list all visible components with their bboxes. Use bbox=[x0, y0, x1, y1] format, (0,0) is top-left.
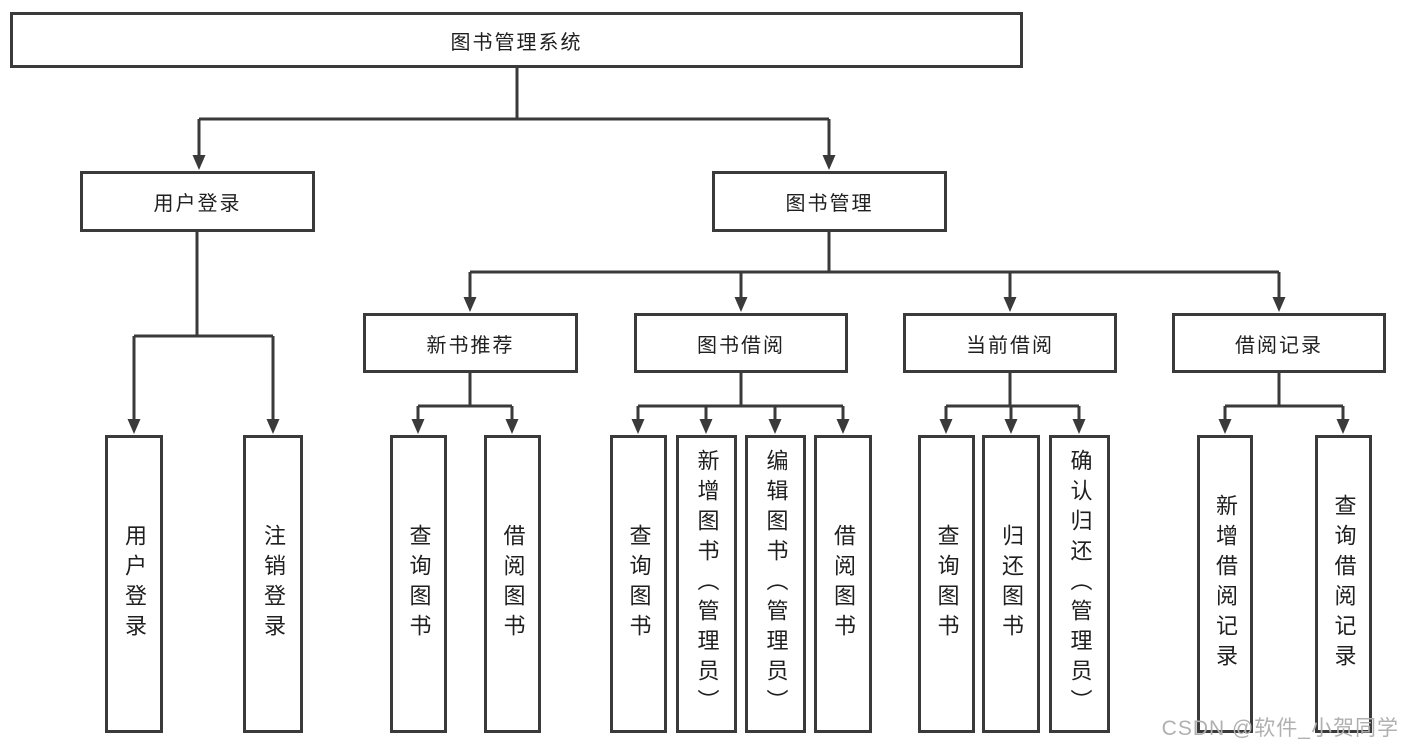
node-label: 借阅图书 bbox=[500, 524, 526, 644]
node-label: 当前借阅 bbox=[966, 334, 1054, 357]
node-label: 归还图书 bbox=[999, 524, 1024, 644]
leaf-current-return-books: 归还图书 bbox=[982, 435, 1040, 733]
watermark: CSDN @软件_小贺同学 bbox=[1161, 717, 1399, 740]
node-label: 确认归还（管理员） bbox=[1067, 449, 1093, 719]
node-book-borrowing: 图书借阅 bbox=[634, 313, 848, 373]
leaf-recommend-borrow-books: 借阅图书 bbox=[484, 435, 541, 733]
node-label: 查询图书 bbox=[406, 524, 432, 644]
node-label: 用户登录 bbox=[153, 193, 242, 215]
node-label: 查询借阅记录 bbox=[1331, 494, 1357, 674]
node-borrowing-records: 借阅记录 bbox=[1172, 313, 1386, 373]
leaf-borrowing-edit-books-admin: 编辑图书（管理员） bbox=[745, 435, 806, 733]
node-new-book-recommendation: 新书推荐 bbox=[363, 313, 578, 373]
leaf-borrowing-add-books-admin: 新增图书（管理员） bbox=[676, 435, 737, 733]
leaf-current-confirm-return-admin: 确认归还（管理员） bbox=[1049, 435, 1110, 733]
node-library-management-system: 图书管理系统 bbox=[10, 12, 1023, 68]
node-book-management: 图书管理 bbox=[712, 171, 947, 232]
node-label: 新书推荐 bbox=[426, 334, 515, 357]
node-label: 用户登录 bbox=[122, 524, 147, 644]
node-label: 查询图书 bbox=[934, 524, 960, 644]
node-label: 查询图书 bbox=[626, 524, 652, 644]
leaf-borrowing-query-books: 查询图书 bbox=[610, 435, 667, 733]
node-label: 注销登录 bbox=[261, 524, 286, 644]
leaf-records-query-record: 查询借阅记录 bbox=[1315, 435, 1372, 733]
node-label: 新增图书（管理员） bbox=[694, 449, 720, 719]
node-current-borrowing: 当前借阅 bbox=[903, 313, 1117, 373]
node-label: 借阅图书 bbox=[831, 524, 856, 644]
node-label: 图书借阅 bbox=[697, 334, 785, 357]
node-user-login: 用户登录 bbox=[80, 171, 315, 232]
node-label: 图书管理 bbox=[785, 193, 874, 215]
node-label: 新增借阅记录 bbox=[1213, 494, 1238, 674]
node-label: 编辑图书（管理员） bbox=[763, 449, 789, 719]
leaf-user-login: 用户登录 bbox=[105, 435, 163, 733]
leaf-records-add-record: 新增借阅记录 bbox=[1197, 435, 1253, 733]
leaf-recommend-query-books: 查询图书 bbox=[390, 435, 447, 733]
node-label: 图书管理系统 bbox=[450, 31, 583, 54]
node-label: 借阅记录 bbox=[1235, 334, 1323, 357]
leaf-borrowing-borrow-books: 借阅图书 bbox=[814, 435, 872, 733]
leaf-current-query-books: 查询图书 bbox=[918, 435, 975, 733]
leaf-logout: 注销登录 bbox=[243, 435, 303, 733]
